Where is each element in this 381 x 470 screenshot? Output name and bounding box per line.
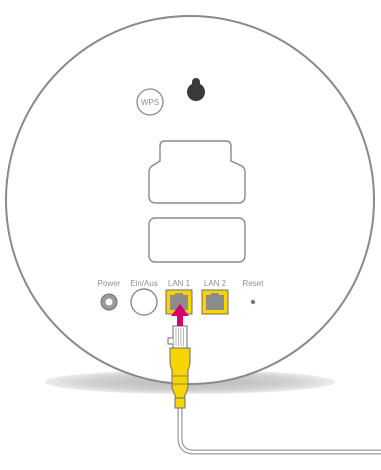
reset-button-label: Reset [243,279,265,288]
ethernet-cable [167,325,381,455]
upper-cover-plate [148,140,246,204]
reset-pinhole[interactable] [250,299,256,305]
onoff-button[interactable] [130,288,158,316]
rj45-plug [167,325,188,349]
wall-mount-keyhole-icon [187,78,205,101]
power-port-label: Power [98,279,121,288]
power-socket[interactable] [100,293,118,311]
wps-label: WPS [141,98,159,107]
lan2-port-label: LAN 2 [204,279,227,288]
lan1-port-label: LAN 1 [168,279,191,288]
onoff-button-label: Ein/Aus [130,279,158,288]
lower-cover-plate [148,217,246,263]
lan2-port[interactable] [201,289,229,315]
insert-arrow-icon [171,304,189,326]
wps-button[interactable]: WPS [136,88,164,116]
